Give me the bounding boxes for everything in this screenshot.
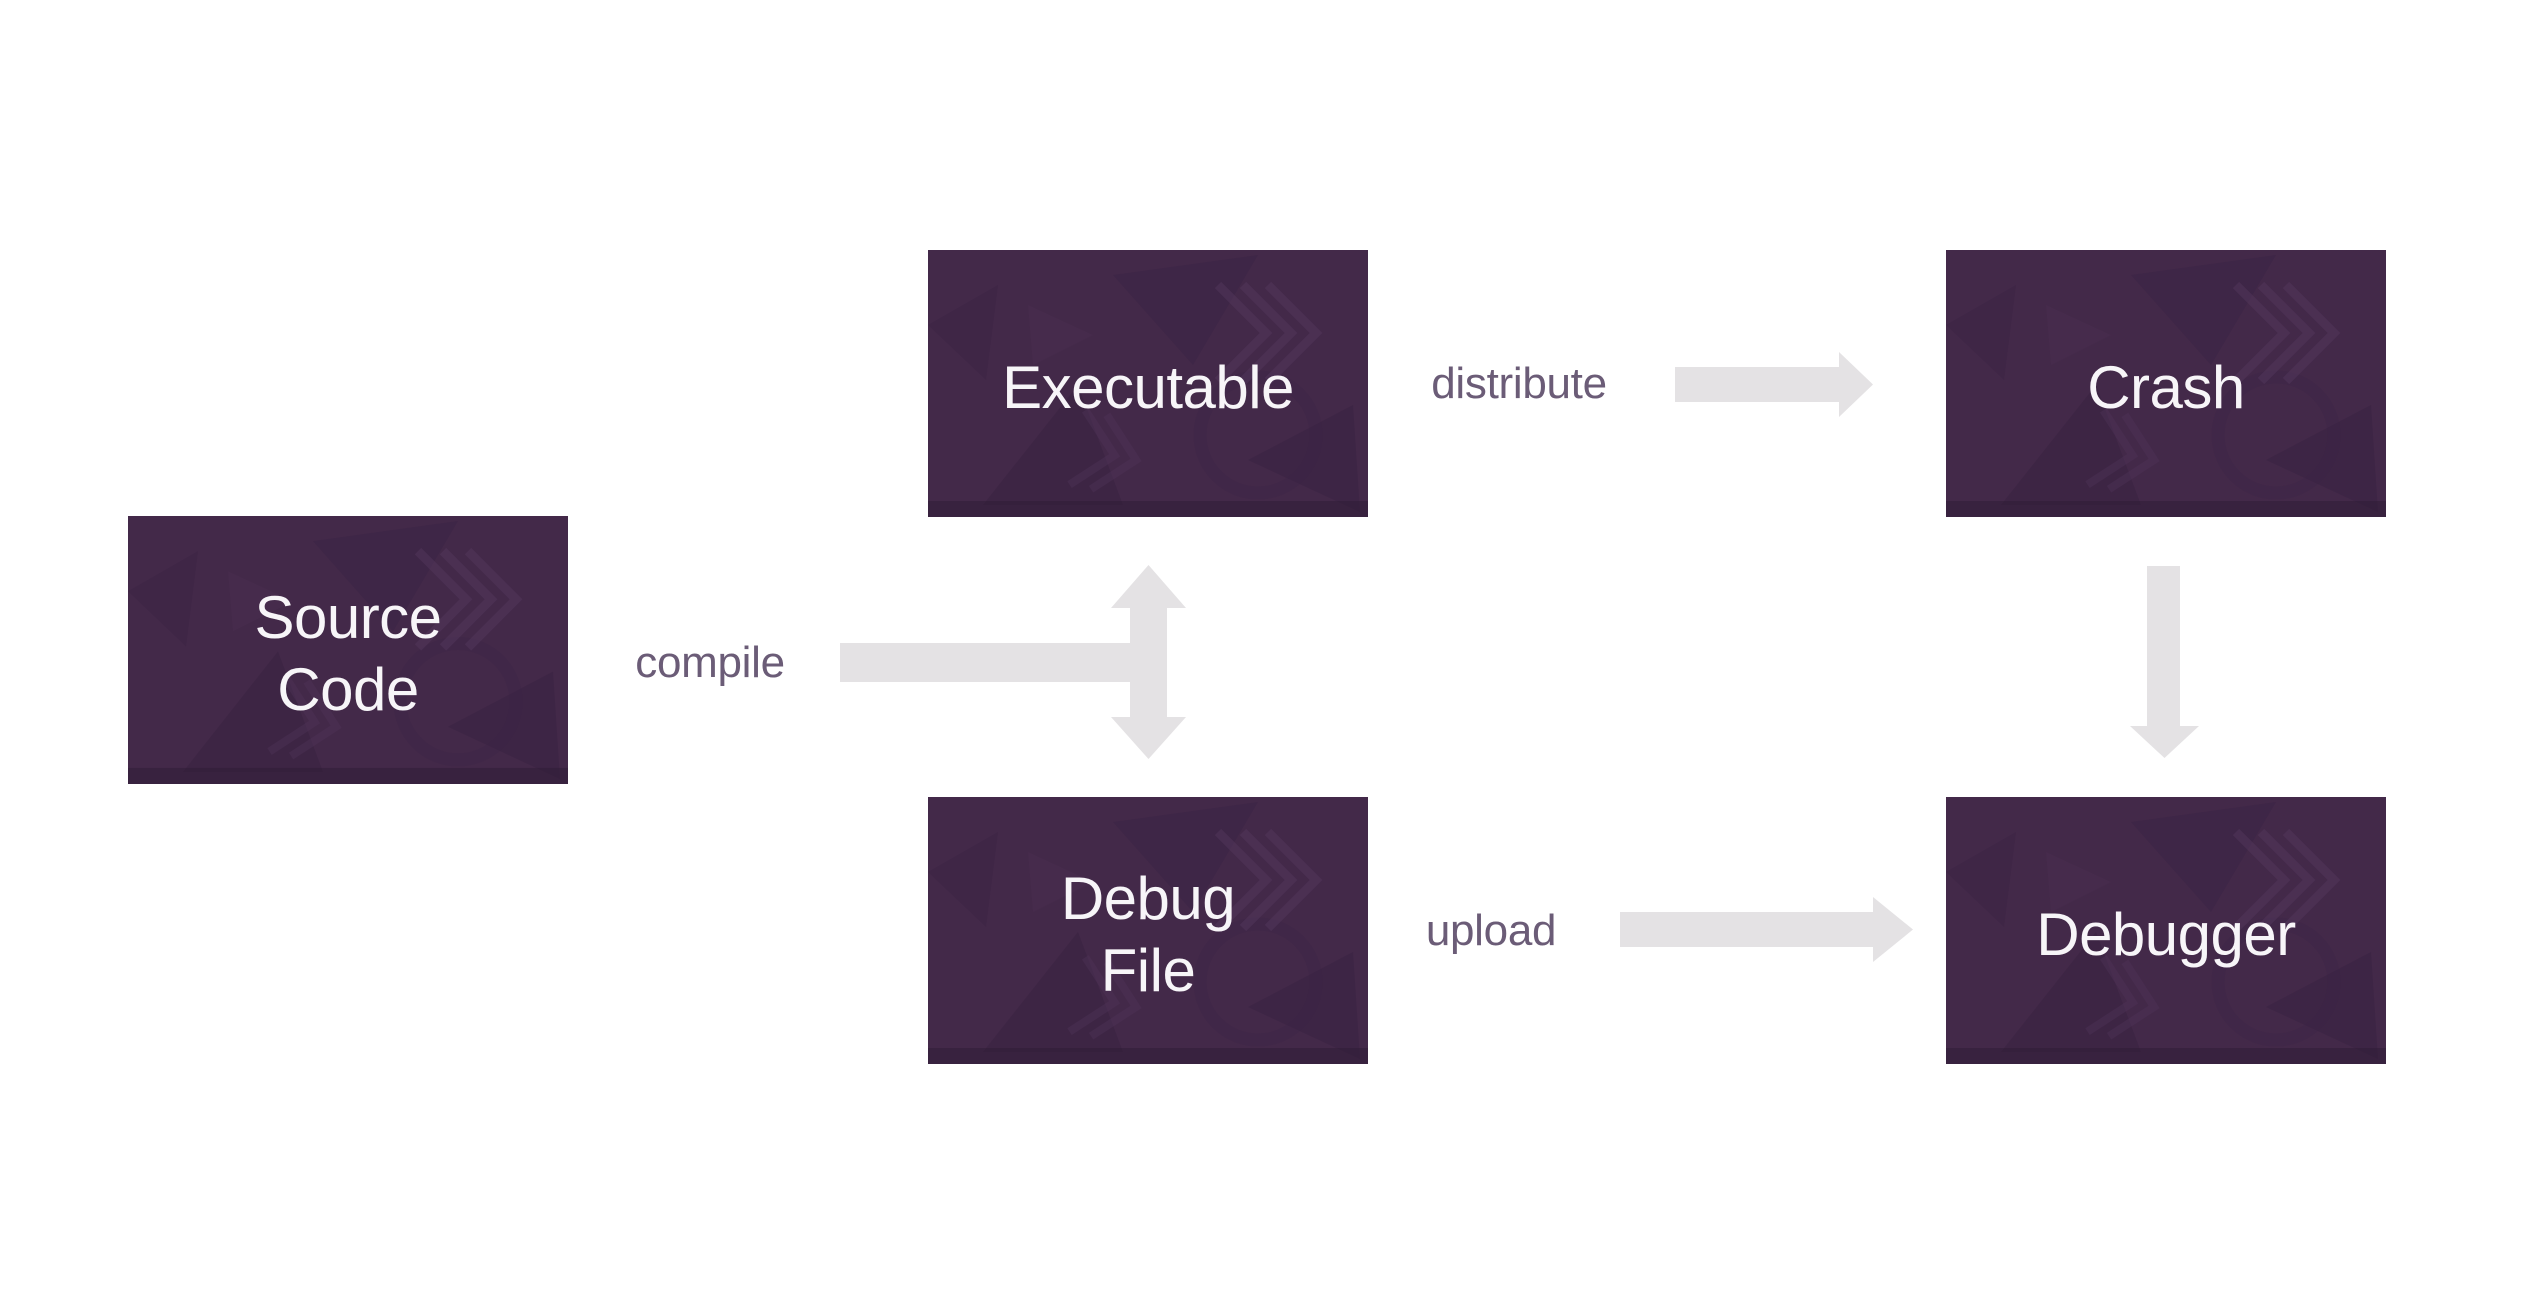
node-label-line: File: [1100, 936, 1196, 1004]
node-label-line: Debug: [1060, 864, 1236, 932]
node-source-code: Source Code: [128, 516, 568, 784]
node-label-line: Crash: [2087, 353, 2245, 421]
node-executable: Executable: [928, 250, 1368, 517]
node-debug-file: Debug File: [928, 797, 1368, 1064]
connector-label-compile: compile: [635, 638, 785, 687]
node-label-debug-file: Debug File: [1060, 855, 1236, 1007]
upload-right-arrow: [1620, 897, 1913, 962]
node-debugger: Debugger: [1946, 797, 2386, 1064]
connector-label-distribute: distribute: [1431, 359, 1607, 408]
distribute-right-arrow: [1675, 352, 1873, 417]
node-label-crash: Crash: [2087, 344, 2245, 424]
connector-label-upload: upload: [1425, 906, 1557, 955]
node-label-debugger: Debugger: [2036, 891, 2296, 971]
node-label-source-code: Source Code: [254, 574, 442, 726]
crash-to-debugger-down-arrow: [2130, 566, 2199, 758]
compile-split-arrow: [840, 565, 1186, 759]
node-label-line: Code: [277, 656, 419, 723]
node-label-line: Executable: [1002, 353, 1294, 421]
node-label-executable: Executable: [1002, 344, 1294, 424]
node-label-line: Source: [254, 584, 442, 651]
node-label-line: Debugger: [2036, 900, 2296, 968]
node-crash: Crash: [1946, 250, 2386, 517]
